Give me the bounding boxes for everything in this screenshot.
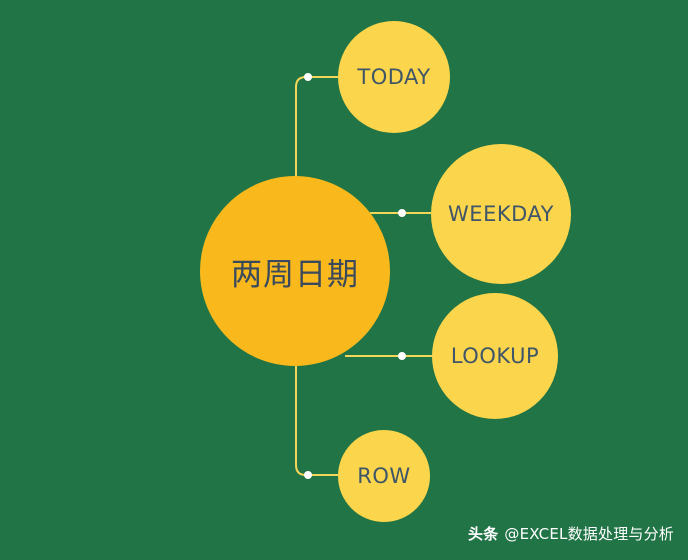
child-node-label: ROW (357, 464, 411, 488)
connector-dot-row (304, 471, 312, 479)
connector-row (295, 365, 339, 476)
watermark-handle: @EXCEL数据处理与分析 (504, 525, 674, 543)
center-node: 两周日期 (200, 176, 390, 366)
child-node-label: TODAY (357, 65, 431, 89)
child-node-label: LOOKUP (450, 344, 540, 368)
center-node-label: 两周日期 (231, 256, 359, 293)
child-node-lookup: LOOKUP (432, 293, 558, 419)
connector-dot-weekday (398, 209, 406, 217)
connector-today (295, 76, 339, 177)
connector-dot-today (304, 73, 312, 81)
child-node-label: WEEKDAY (448, 202, 554, 226)
child-node-weekday: WEEKDAY (431, 144, 571, 284)
child-node-row: ROW (338, 430, 430, 522)
child-node-today: TODAY (338, 21, 450, 133)
watermark-brand: 头条 (468, 525, 499, 543)
connector-dot-lookup (398, 352, 406, 360)
watermark: 头条 @EXCEL数据处理与分析 (468, 523, 674, 544)
